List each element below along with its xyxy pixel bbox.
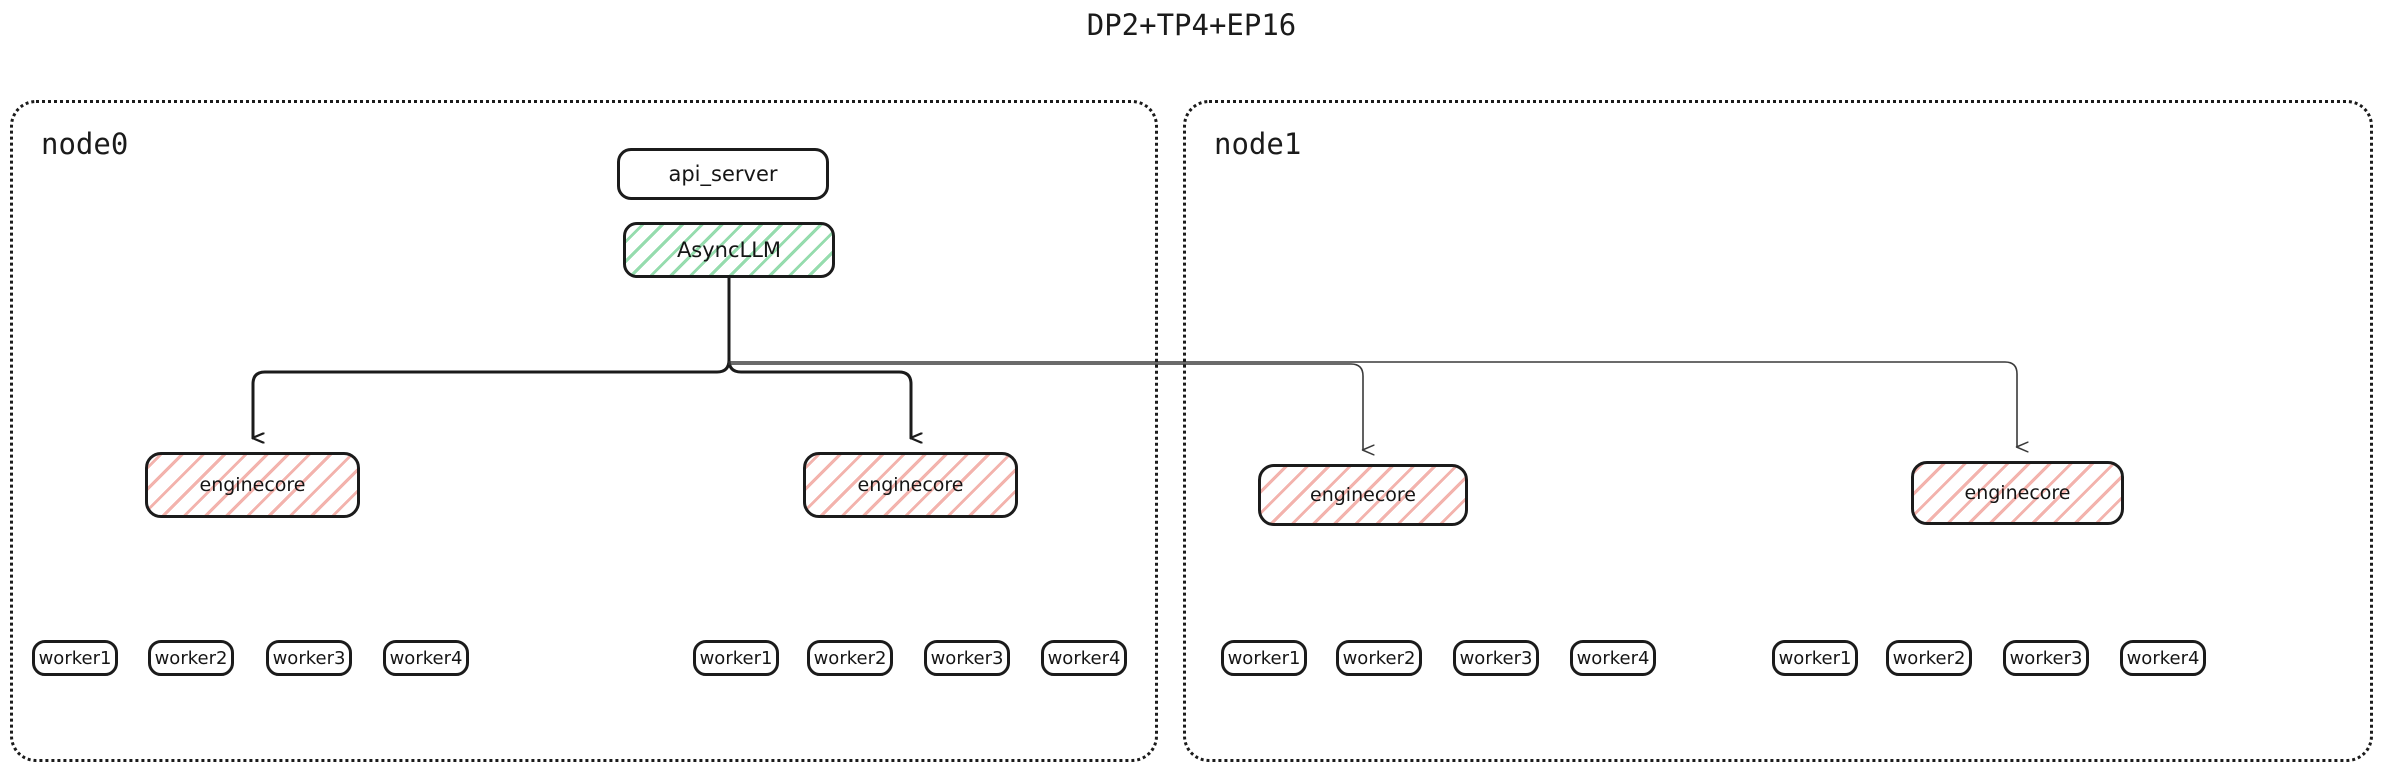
worker-node0-0-4[interactable]: worker4: [383, 640, 469, 676]
node-label-node1: node1: [1214, 127, 1302, 161]
worker-node1-0-1[interactable]: worker1: [1221, 640, 1307, 676]
worker-node1-1-3[interactable]: worker3: [2003, 640, 2089, 676]
worker-node0-1-4[interactable]: worker4: [1041, 640, 1127, 676]
worker-label: worker4: [1576, 647, 1650, 669]
worker-node1-1-4[interactable]: worker4: [2120, 640, 2206, 676]
worker-node0-1-2[interactable]: worker2: [807, 640, 893, 676]
worker-label: worker2: [1342, 647, 1416, 669]
component-api-server[interactable]: api_server: [617, 148, 829, 200]
worker-node0-0-2[interactable]: worker2: [148, 640, 234, 676]
enginecore-node0-1[interactable]: enginecore: [803, 452, 1018, 518]
page-title: DP2+TP4+EP16: [1086, 8, 1297, 42]
worker-node1-1-1[interactable]: worker1: [1772, 640, 1858, 676]
worker-label: worker4: [389, 647, 463, 669]
enginecore-node1-1[interactable]: enginecore: [1911, 461, 2124, 525]
enginecore-node1-1-label: enginecore: [1964, 482, 2071, 504]
node-container-node1[interactable]: node1: [1183, 100, 2373, 762]
worker-label: worker4: [2126, 647, 2200, 669]
worker-node0-0-3[interactable]: worker3: [266, 640, 352, 676]
worker-node1-0-2[interactable]: worker2: [1336, 640, 1422, 676]
worker-label: worker2: [154, 647, 228, 669]
worker-node1-0-3[interactable]: worker3: [1453, 640, 1539, 676]
worker-node1-1-2[interactable]: worker2: [1886, 640, 1972, 676]
worker-node1-0-4[interactable]: worker4: [1570, 640, 1656, 676]
worker-label: worker1: [1778, 647, 1852, 669]
node-container-node0[interactable]: node0: [10, 100, 1158, 762]
worker-node0-1-3[interactable]: worker3: [924, 640, 1010, 676]
worker-node0-0-1[interactable]: worker1: [32, 640, 118, 676]
worker-node0-1-1[interactable]: worker1: [693, 640, 779, 676]
worker-label: worker2: [813, 647, 887, 669]
enginecore-node0-1-label: enginecore: [857, 474, 964, 496]
enginecore-node1-0[interactable]: enginecore: [1258, 464, 1468, 526]
worker-label: worker1: [1227, 647, 1301, 669]
enginecore-node1-0-label: enginecore: [1310, 484, 1416, 506]
worker-label: worker3: [1459, 647, 1533, 669]
component-api-server-label: api_server: [668, 162, 778, 186]
worker-label: worker3: [2009, 647, 2083, 669]
component-async-llm[interactable]: AsyncLLM: [623, 222, 835, 278]
worker-label: worker2: [1892, 647, 1966, 669]
worker-label: worker4: [1047, 647, 1121, 669]
worker-label: worker3: [930, 647, 1004, 669]
enginecore-node0-0-label: enginecore: [199, 474, 306, 496]
worker-label: worker3: [272, 647, 346, 669]
enginecore-node0-0[interactable]: enginecore: [145, 452, 360, 518]
worker-label: worker1: [38, 647, 112, 669]
node-label-node0: node0: [41, 127, 129, 161]
component-async-llm-label: AsyncLLM: [676, 238, 782, 262]
worker-label: worker1: [699, 647, 773, 669]
